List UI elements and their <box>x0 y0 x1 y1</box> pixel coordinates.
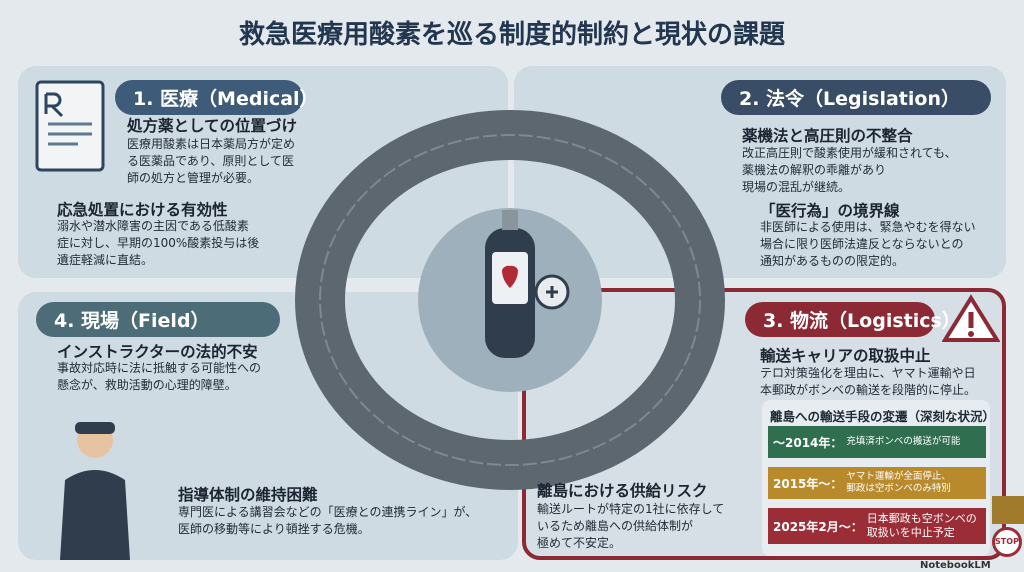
timeline-row: 〜2014年：充填済ボンベの搬送が可能 <box>768 426 986 458</box>
notebooklm-brand: NotebookLM <box>920 560 991 571</box>
logistics-body-1: テロ対策強化を理由に、ヤマト運輸や日本郵政がボンベの輸送を段階的に停止。 <box>760 366 977 397</box>
field-heading-1: インストラクターの法的不安 <box>57 343 258 361</box>
field-body-1: 事故対応時に法に抵触する可能性への懸念が、救助活動の心理的障壁。 <box>57 361 262 392</box>
overlay-block <box>992 496 1024 524</box>
prescription-clipboard-icon <box>35 80 105 172</box>
medical-label: 1. 医療（Medical） <box>115 80 319 115</box>
timeline-title: 離島への輸送手段の変遷（深刻な状況） <box>770 409 996 424</box>
medical-heading-2: 応急処置における有効性 <box>57 201 228 219</box>
legislation-heading-1: 薬機法と高圧則の不整合 <box>742 127 913 145</box>
page-title: 救急医療用酸素を巡る制度的制約と現状の課題 <box>238 20 785 50</box>
logistics-heading-1: 輸送キャリアの取扱中止 <box>760 347 931 365</box>
diver-icon <box>60 422 130 560</box>
medical-body-1: 医療用酸素は日本薬局方が定める医薬品であり、原則として医師の処方と管理が必要。 <box>127 137 296 185</box>
medical-body-2: 溺水や潜水障害の主因である低酸素症に対し、早期の100%酸素投与は後遺症軽減に直… <box>57 219 260 267</box>
legislation-body-1: 改正高圧則で酸素使用が緩和されても、薬機法の解釈の乖離があり現場の混乱が継続。 <box>742 146 957 194</box>
field-heading-2: 指導体制の維持困難 <box>178 486 318 504</box>
legislation-body-2: 非医師による使用は、緊急やむを得ない場合に限り医師法違反とならないとの通知がある… <box>760 220 976 268</box>
legislation-label: 2. 法令（Legislation） <box>721 80 991 115</box>
medical-heading-1: 処方薬としての位置づけ <box>127 117 298 135</box>
stop-sign-icon: STOP <box>992 527 1022 557</box>
oxygen-wall-illustration <box>295 110 725 490</box>
field-label: 4. 現場（Field） <box>36 302 280 337</box>
logistics-body-2: 輸送ルートが特定の1社に依存しているため離島への供給体制が極めて不安定。 <box>537 502 725 550</box>
timeline-row: 2015年〜：ヤマト運輸が全面停止、 郵政は空ボンベのみ特別 <box>768 467 986 499</box>
timeline-row: 2025年2月〜：日本郵政も空ボンベの 取扱いを中止予定 <box>768 508 986 544</box>
oxygen-cylinder-icon <box>485 210 570 358</box>
warning-triangle-icon <box>942 294 1000 342</box>
field-body-2: 専門医による講習会などの「医療との連携ライン」が、医師の移動等により頓挫する危機… <box>178 505 478 536</box>
legislation-heading-2: 「医行為」の境界線 <box>760 202 900 220</box>
logistics-heading-2: 離島における供給リスク <box>537 482 708 500</box>
logistics-label: 3. 物流（Logistics） <box>745 302 961 337</box>
